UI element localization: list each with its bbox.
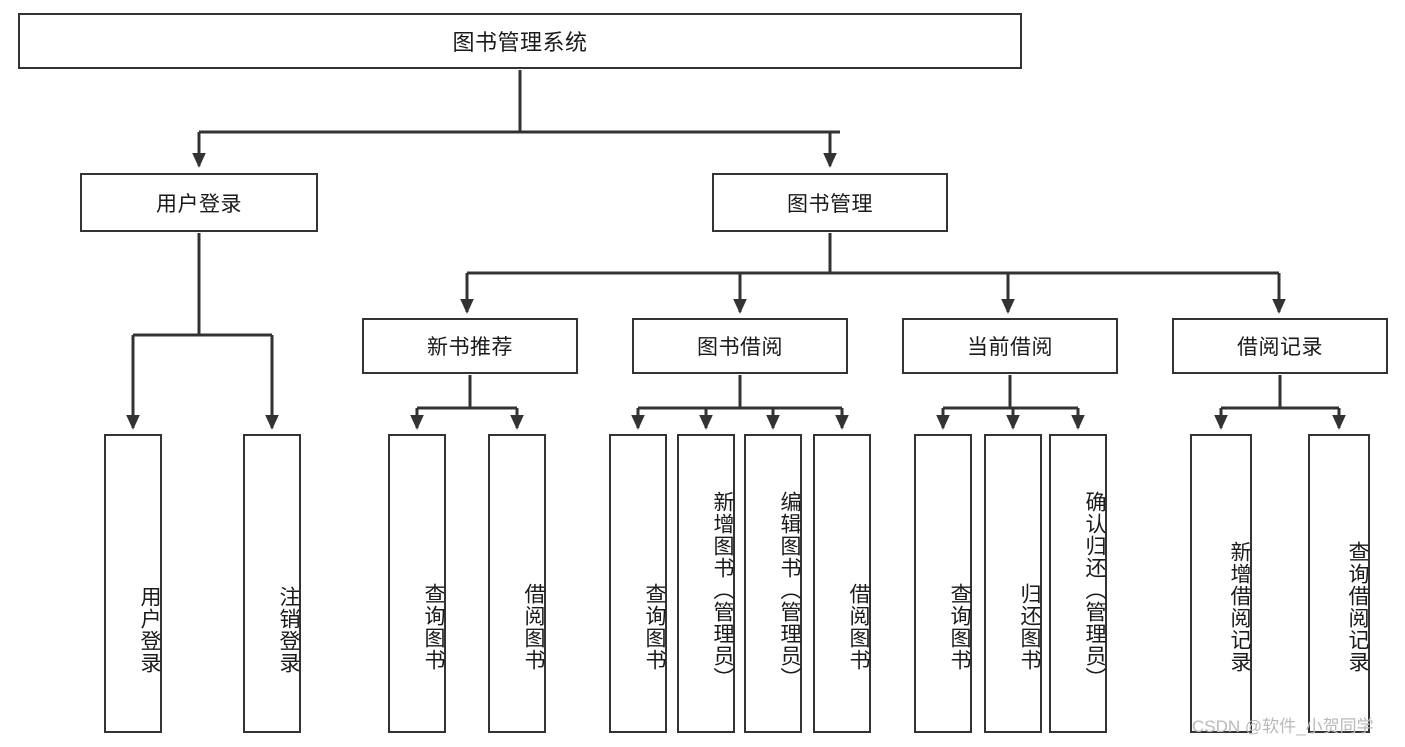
edge-group-current-borrow [936,375,1085,430]
node-borrow-record[interactable]: 借阅记录 [1172,318,1388,374]
leaf-edit-book-admin[interactable]: 编辑图书（管理员） [744,434,802,733]
node-label: 图书借阅 [697,336,783,359]
node-current-borrow[interactable]: 当前借阅 [902,318,1118,374]
node-label: 借阅图书 [522,582,545,671]
node-label: 图书管理系统 [452,30,588,55]
node-label: 图书管理 [787,192,873,216]
node-label: 查询图书 [948,582,971,671]
node-new-book-recommend[interactable]: 新书推荐 [362,318,578,374]
node-book-management[interactable]: 图书管理 [712,173,948,232]
leaf-query-book-borrow[interactable]: 查询图书 [609,434,667,733]
leaf-query-borrow-record[interactable]: 查询借阅记录 [1308,434,1370,733]
node-label: 借阅图书 [847,582,870,671]
leaf-user-login[interactable]: 用户登录 [104,434,162,733]
leaf-confirm-return-admin[interactable]: 确认归还（管理员） [1049,434,1107,733]
node-label: 查询图书 [422,582,445,671]
leaf-add-borrow-record[interactable]: 新增借阅记录 [1190,434,1252,733]
node-label: 借阅记录 [1237,336,1323,359]
edge-group-user-login [126,233,279,430]
edge-group-borrow-record [1214,375,1346,430]
node-label: 归还图书 [1018,582,1041,671]
node-label: 当前借阅 [967,336,1053,359]
node-label: 用户登录 [138,585,161,674]
leaf-query-book-new[interactable]: 查询图书 [388,434,446,733]
node-label: 新书推荐 [427,336,513,359]
node-book-borrow[interactable]: 图书借阅 [632,318,848,374]
edge-group-new-book [410,375,524,430]
leaf-logout[interactable]: 注销登录 [243,434,301,733]
node-label: 查询图书 [643,582,666,671]
node-label: 新增借阅记录 [1228,540,1251,673]
node-root-system[interactable]: 图书管理系统 [18,13,1022,69]
node-label: 用户登录 [156,192,242,216]
node-label: 编辑图书（管理员） [778,490,801,689]
node-label: 注销登录 [277,585,300,674]
edge-group-root [192,70,840,168]
edge-group-book-borrow [631,375,849,430]
leaf-add-book-admin[interactable]: 新增图书（管理员） [677,434,735,733]
leaf-return-book[interactable]: 归还图书 [984,434,1042,733]
node-label: 查询借阅记录 [1346,540,1369,673]
leaf-borrow-book-borrow[interactable]: 借阅图书 [813,434,871,733]
node-label: 新增图书（管理员） [711,490,734,689]
leaf-borrow-book-new[interactable]: 借阅图书 [488,434,546,733]
edge-group-book-manage [460,233,1286,314]
node-user-login[interactable]: 用户登录 [80,173,318,232]
leaf-query-book-current[interactable]: 查询图书 [914,434,972,733]
node-label: 确认归还（管理员） [1083,490,1106,689]
